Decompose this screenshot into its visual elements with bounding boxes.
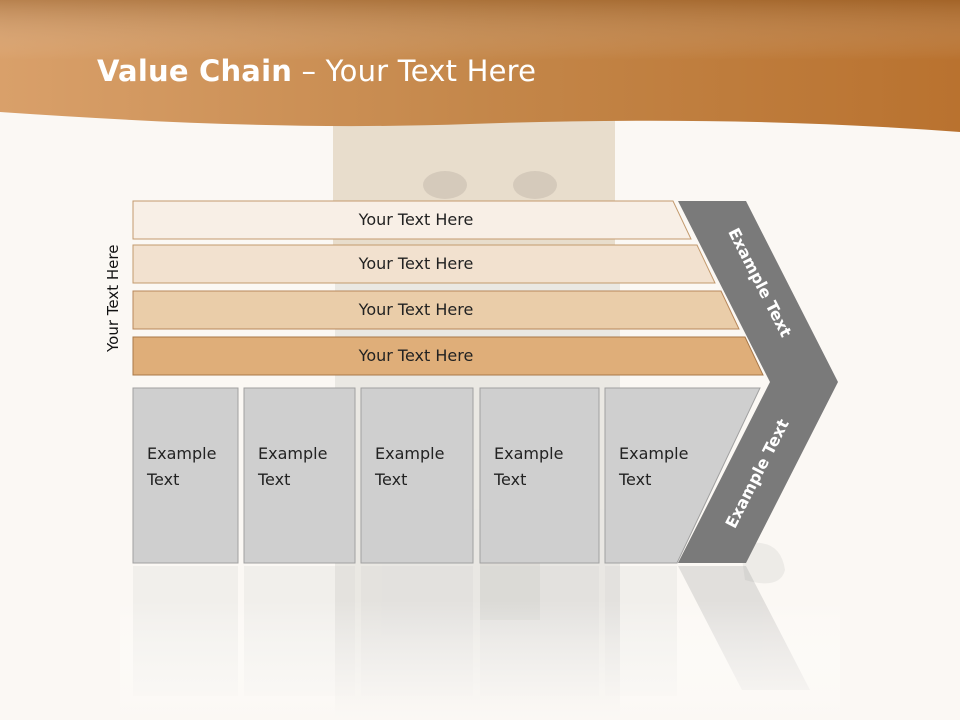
support-bar bbox=[132, 244, 716, 284]
reflection-fade bbox=[120, 600, 840, 720]
primary-block-label: Text bbox=[493, 470, 526, 489]
primary-block-label: Example bbox=[258, 444, 327, 463]
primary-block-label: Example bbox=[494, 444, 563, 463]
primary-block-label: Text bbox=[146, 470, 179, 489]
side-label: Your Text Here bbox=[104, 244, 122, 352]
primary-block bbox=[604, 387, 761, 564]
header-band bbox=[0, 0, 960, 132]
primary-block-label: Text bbox=[257, 470, 290, 489]
primary-block bbox=[479, 387, 600, 564]
support-bar-label: Your Text Here bbox=[358, 210, 474, 229]
slide-title-rest: – Your Text Here bbox=[292, 54, 537, 88]
primary-block bbox=[243, 387, 356, 564]
primary-block-label: Example bbox=[147, 444, 216, 463]
primary-block bbox=[360, 387, 474, 564]
support-bar-label: Your Text Here bbox=[358, 346, 474, 365]
primary-block-label: Text bbox=[374, 470, 407, 489]
support-bar-label: Your Text Here bbox=[358, 300, 474, 319]
primary-block-label: Example bbox=[375, 444, 444, 463]
margin-chevron-shape bbox=[678, 201, 838, 563]
support-bar bbox=[132, 200, 692, 240]
primary-block bbox=[132, 387, 239, 564]
support-bar bbox=[132, 290, 740, 330]
slide-title-bold: Value Chain bbox=[97, 54, 293, 88]
primary-block-label: Text bbox=[618, 470, 651, 489]
primary-block-label: Example bbox=[619, 444, 688, 463]
support-bar bbox=[132, 336, 764, 376]
support-bar-label: Your Text Here bbox=[358, 254, 474, 273]
slide-title: Value Chain – Your Text Here bbox=[97, 54, 536, 88]
